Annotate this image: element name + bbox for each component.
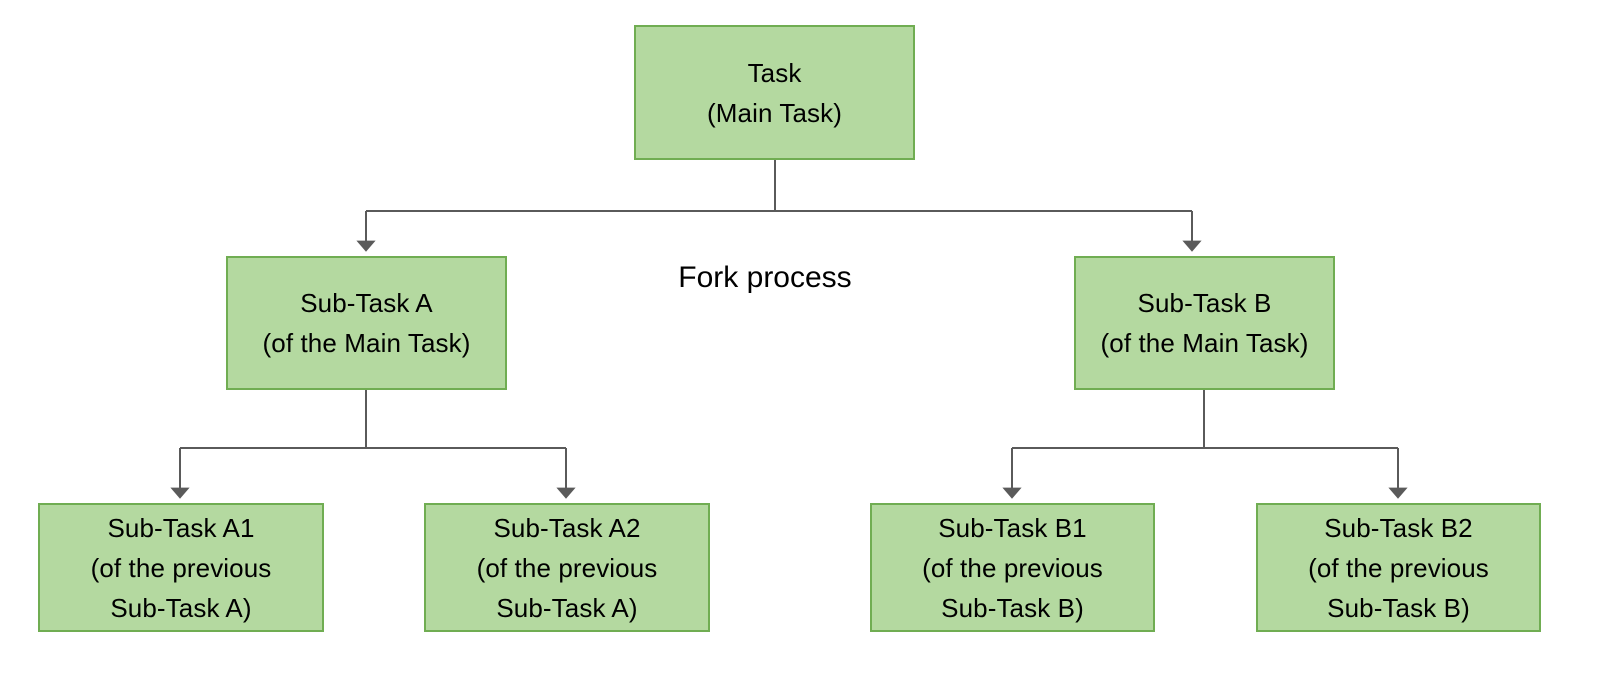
- node-task[interactable]: Task (Main Task): [634, 25, 915, 160]
- node-label-line2: (of the previous: [922, 552, 1103, 583]
- node-label-line1: Sub-Task A1: [107, 512, 255, 543]
- node-label-line2: (of the Main Task): [262, 328, 471, 358]
- node-sub-task-b1[interactable]: Sub-Task B1 (of the previous Sub-Task B): [870, 503, 1155, 632]
- edge-sub-task-a-to-a1: [170, 390, 566, 499]
- node-label-line2: (Main Task): [707, 97, 842, 128]
- node-label-line3: Sub-Task B): [1327, 592, 1470, 623]
- node-label-line1: Sub-Task B1: [938, 512, 1087, 543]
- node-label-line2: (of the previous: [476, 552, 658, 583]
- node-label-line2: (of the previous: [1308, 552, 1489, 583]
- node-label-line1: Task: [747, 57, 802, 88]
- node-label-line2: (of the previous: [90, 552, 272, 583]
- node-label-line1: Sub-Task A2: [493, 512, 641, 543]
- node-label-line1: Sub-Task B: [1137, 288, 1272, 318]
- node-label-line3: Sub-Task A): [496, 592, 638, 623]
- node-sub-task-b[interactable]: Sub-Task B (of the Main Task): [1074, 256, 1335, 390]
- node-label-line1: Sub-Task A: [300, 288, 433, 318]
- node-sub-task-a1[interactable]: Sub-Task A1 (of the previous Sub-Task A): [38, 503, 324, 632]
- node-sub-task-a[interactable]: Sub-Task A (of the Main Task): [226, 256, 507, 390]
- fork-process-label: Fork process: [678, 261, 852, 294]
- node-label-line3: Sub-Task B): [941, 592, 1084, 623]
- node-label-line2: (of the Main Task): [1100, 328, 1309, 358]
- node-label-line1: Sub-Task B2: [1324, 512, 1473, 543]
- edge-task-to-sub-task-a: [356, 160, 1192, 252]
- node-label-line3: Sub-Task A): [110, 592, 252, 623]
- node-sub-task-a2[interactable]: Sub-Task A2 (of the previous Sub-Task A): [424, 503, 710, 632]
- edge-sub-task-b-to-b1: [1002, 390, 1398, 499]
- node-sub-task-b2[interactable]: Sub-Task B2 (of the previous Sub-Task B): [1256, 503, 1541, 632]
